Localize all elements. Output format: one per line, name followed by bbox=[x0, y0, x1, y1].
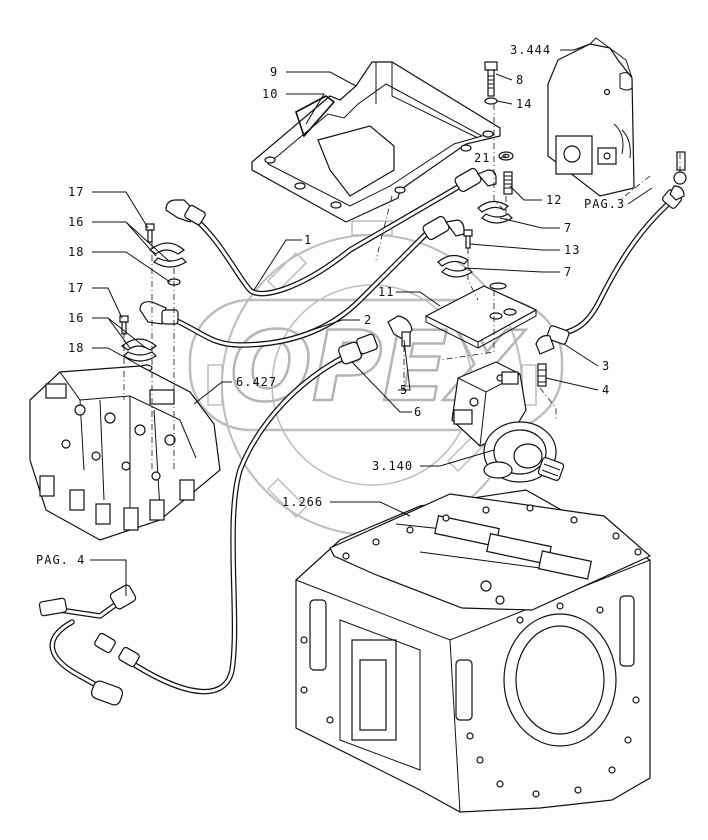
callout-3-140: 3.140 bbox=[372, 459, 413, 473]
callout-16-top: 16 bbox=[68, 215, 84, 229]
pipe-1 bbox=[193, 183, 463, 297]
washer-14 bbox=[484, 97, 498, 105]
callout-11: 11 bbox=[378, 285, 394, 299]
callout-17-mid: 17 bbox=[68, 281, 84, 295]
callout-14: 14 bbox=[516, 97, 532, 111]
callout-8: 8 bbox=[516, 73, 524, 87]
control-valve-block bbox=[29, 365, 221, 541]
fitting-top-left bbox=[165, 199, 206, 226]
callout-6-427: 6.427 bbox=[236, 375, 277, 389]
callout-18-mid: 18 bbox=[68, 341, 84, 355]
fitting-upper-right-1 bbox=[454, 167, 497, 193]
pipe-bracket-pag4 bbox=[38, 584, 140, 706]
fitting-top-right bbox=[661, 151, 687, 209]
bolt-13 bbox=[463, 229, 473, 249]
callout-18-top: 18 bbox=[68, 245, 84, 259]
valve-spools bbox=[39, 475, 195, 531]
housing-bolt-holes bbox=[300, 504, 642, 798]
transmission-housing bbox=[295, 489, 652, 813]
fitting-3-end bbox=[535, 325, 570, 355]
clamp-7-top bbox=[477, 200, 513, 224]
bolt-17-top bbox=[145, 223, 155, 243]
callout-7-mid: 7 bbox=[564, 265, 572, 279]
callout-13: 13 bbox=[564, 243, 580, 257]
plate-11 bbox=[424, 282, 538, 349]
pipe-3 bbox=[557, 201, 671, 337]
fitting-5 bbox=[387, 315, 413, 347]
clamp-16-mid bbox=[120, 338, 157, 362]
callout-9: 9 bbox=[270, 65, 278, 79]
fitting-mid-left bbox=[139, 301, 179, 325]
pipe-6 bbox=[127, 353, 349, 695]
callout-7-top: 7 bbox=[564, 221, 572, 235]
watermark-badge bbox=[188, 298, 564, 432]
assembly-lines bbox=[123, 104, 681, 470]
callout-pag-3: PAG.3 bbox=[584, 197, 625, 211]
support-plate bbox=[547, 37, 635, 197]
fitting-upper-right-2 bbox=[422, 215, 465, 241]
callout-pag-4: PAG. 4 bbox=[36, 553, 85, 567]
callout-6: 6 bbox=[414, 405, 422, 419]
bolt-17-mid bbox=[119, 315, 129, 335]
callout-1-266: 1.266 bbox=[282, 495, 323, 509]
callout-2: 2 bbox=[364, 313, 372, 327]
callouts: 9 10 3.444 8 14 21 12 PAG.3 17 16 18 1 7… bbox=[36, 43, 625, 567]
callout-3: 3 bbox=[602, 359, 610, 373]
callout-1: 1 bbox=[304, 233, 312, 247]
pump-assembly bbox=[451, 361, 565, 483]
callout-12: 12 bbox=[546, 193, 562, 207]
callout-16-mid: 16 bbox=[68, 311, 84, 325]
bracket-plate bbox=[251, 61, 501, 223]
callout-21: 21 bbox=[474, 151, 490, 165]
bolt-8 bbox=[484, 61, 498, 97]
fitting-6 bbox=[338, 333, 378, 365]
valve-4 bbox=[537, 363, 547, 387]
callout-10: 10 bbox=[262, 87, 278, 101]
leader-lines bbox=[90, 43, 653, 596]
clamp-7-mid bbox=[437, 254, 473, 278]
stud-12 bbox=[503, 171, 513, 195]
callout-3-444: 3.444 bbox=[510, 43, 551, 57]
pipe-2 bbox=[167, 227, 433, 348]
callout-17-top: 17 bbox=[68, 185, 84, 199]
callout-5: 5 bbox=[400, 383, 408, 397]
callout-4: 4 bbox=[602, 383, 610, 397]
